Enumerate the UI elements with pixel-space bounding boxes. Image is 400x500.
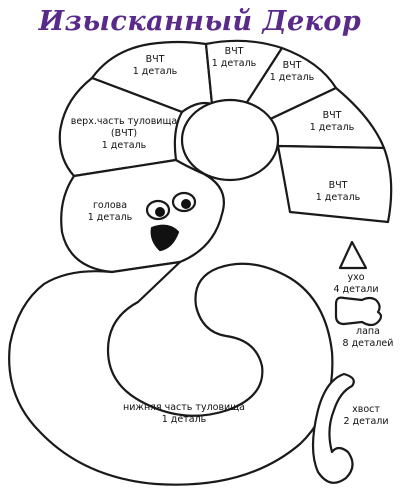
label-back-5-qty: 1 деталь <box>315 192 361 203</box>
upper-body-segment <box>58 76 184 178</box>
label-back-2-qty: 1 деталь <box>211 58 257 69</box>
label-lower-body-name: нижняя часть туловища <box>123 402 245 413</box>
nose <box>150 224 180 252</box>
label-back-4-qty: 1 деталь <box>309 122 355 133</box>
label-upper-body: верх.часть туловища (ВЧТ) 1 деталь <box>68 116 180 152</box>
label-tail-name: хвост <box>352 404 380 415</box>
brand-title: Изысканный Декор <box>38 6 362 37</box>
label-lower-body: нижняя часть туловища 1 деталь <box>118 402 250 426</box>
label-back-2: ВЧТ 1 деталь <box>206 46 262 70</box>
label-back-5: ВЧТ 1 деталь <box>308 180 368 204</box>
label-upper-body-name: верх.часть туловища <box>70 116 178 127</box>
label-back-1: ВЧТ 1 деталь <box>128 54 182 78</box>
label-ear: ухо 4 детали <box>328 272 384 296</box>
ear-piece <box>338 240 368 270</box>
label-lower-body-qty: 1 деталь <box>161 414 207 425</box>
label-back-5-name: ВЧТ <box>328 180 348 191</box>
back-segment-2 <box>90 40 214 114</box>
label-back-3-qty: 1 деталь <box>269 72 315 83</box>
label-paw-name: лапа <box>356 326 380 337</box>
tail-piece <box>311 372 355 484</box>
pupil-right <box>181 199 191 209</box>
label-upper-body-qty: 1 деталь <box>101 140 147 151</box>
label-back-4: ВЧТ 1 деталь <box>302 110 362 134</box>
label-upper-body-abbr: (ВЧТ) <box>110 128 138 139</box>
head-piece <box>60 158 225 274</box>
label-back-3-name: ВЧТ <box>282 60 302 71</box>
label-tail: хвост 2 детали <box>338 404 394 428</box>
paw-piece <box>334 296 383 327</box>
pupil-left <box>155 207 165 217</box>
label-back-4-name: ВЧТ <box>322 110 342 121</box>
center-oval <box>180 98 280 182</box>
back-segment-6 <box>276 144 393 224</box>
label-back-3: ВЧТ 1 деталь <box>264 60 320 84</box>
label-ear-qty: 4 детали <box>333 284 379 295</box>
label-head-name: голова <box>92 200 128 211</box>
label-back-1-name: ВЧТ <box>145 54 165 65</box>
label-back-2-name: ВЧТ <box>224 46 244 57</box>
label-tail-qty: 2 детали <box>343 416 389 427</box>
label-head: голова 1 деталь <box>80 200 140 224</box>
label-paw-qty: 8 деталей <box>342 338 394 349</box>
lower-body-piece <box>8 260 334 486</box>
label-paw: лапа 8 деталей <box>336 326 400 350</box>
label-head-qty: 1 деталь <box>87 212 133 223</box>
label-back-1-qty: 1 деталь <box>132 66 178 77</box>
label-ear-name: ухо <box>347 272 365 283</box>
